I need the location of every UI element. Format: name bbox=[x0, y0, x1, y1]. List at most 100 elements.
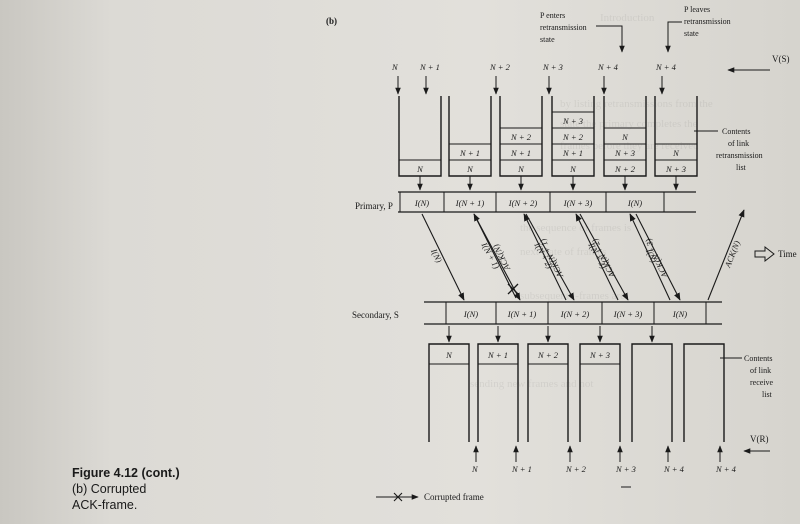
primary-frame-3: I(N + 3) bbox=[563, 198, 593, 208]
ack-arrow-3 bbox=[629, 213, 671, 301]
receive-list-annotation: Contents of link receive list bbox=[720, 354, 774, 399]
svg-text:Contents: Contents bbox=[722, 127, 750, 136]
bottom-label-0: N bbox=[471, 464, 479, 474]
time-arrow: Time bbox=[754, 245, 797, 263]
vr-indicator: V(R) bbox=[743, 434, 770, 454]
svg-text:list: list bbox=[762, 390, 773, 399]
top-label-4: N + 4 bbox=[597, 62, 619, 72]
svg-text:retransmission: retransmission bbox=[684, 17, 731, 26]
primary-frame-2: I(N + 2) bbox=[508, 198, 538, 208]
ack-arrow-0 bbox=[473, 213, 517, 299]
primary-timeline: Primary, P I(N) I(N + 1) I(N + 2) I(N + 3) I… bbox=[355, 191, 696, 213]
retrans-cell-3-0: N bbox=[569, 164, 577, 174]
retrans-cell-5-0: N + 3 bbox=[665, 164, 686, 174]
top-label-1: N + 1 bbox=[419, 62, 440, 72]
ack-arrow-1 bbox=[523, 213, 567, 301]
svg-text:V(S): V(S) bbox=[772, 54, 790, 64]
receive-cell-2: N + 2 bbox=[537, 350, 559, 360]
primary-label: Primary, P bbox=[355, 201, 393, 211]
receive-cell-0: N bbox=[445, 350, 453, 360]
bottom-label-2: N + 2 bbox=[565, 464, 587, 474]
svg-text:list: list bbox=[736, 163, 747, 172]
panel-label: (b) bbox=[326, 16, 337, 26]
receive-bucket-2: N + 2 bbox=[527, 326, 569, 442]
secondary-frame-3: I(N + 3) bbox=[613, 309, 643, 319]
receive-bucket-3: N + 3 bbox=[579, 326, 621, 442]
svg-text:state: state bbox=[540, 35, 555, 44]
secondary-label: Secondary, S bbox=[352, 310, 399, 320]
receive-bucket-outline-5 bbox=[683, 343, 725, 442]
retrans-bucket-2: N N + 1 N + 2 bbox=[499, 96, 543, 191]
receive-bucket-0: N bbox=[428, 326, 470, 442]
retrans-cell-0-0: N bbox=[416, 164, 424, 174]
top-label-5: N + 4 bbox=[655, 62, 677, 72]
retrans-cell-2-2: N + 2 bbox=[510, 132, 532, 142]
receive-cell-1: N + 1 bbox=[487, 350, 508, 360]
bottom-label-4: N + 4 bbox=[663, 464, 685, 474]
svg-text:P enters: P enters bbox=[540, 11, 565, 20]
secondary-frame-0: I(N) bbox=[463, 309, 478, 319]
svg-text:V(R): V(R) bbox=[750, 434, 769, 444]
retrans-cell-5-1: N bbox=[672, 148, 680, 158]
svg-text:state: state bbox=[684, 29, 699, 38]
retrans-cell-4-2: N bbox=[621, 132, 629, 142]
svg-text:retransmission: retransmission bbox=[716, 151, 763, 160]
bottom-label-5: N + 4 bbox=[715, 464, 737, 474]
retrans-bucket-5: N + 3 N bbox=[654, 96, 698, 191]
figure-number: Figure 4.12 (cont.) bbox=[72, 466, 180, 480]
receive-bucket-4 bbox=[631, 326, 673, 442]
top-label-3: N + 3 bbox=[542, 62, 563, 72]
bottom-label-1: N + 1 bbox=[511, 464, 532, 474]
retrans-cell-3-1: N + 1 bbox=[562, 148, 583, 158]
ack-arrow-label-4: ACK(N) bbox=[722, 239, 742, 270]
primary-frame-4: I(N) bbox=[627, 198, 642, 208]
corrupted-frame-legend: Corrupted frame bbox=[376, 492, 484, 502]
receive-bucket-1: N + 1 bbox=[477, 326, 519, 442]
iframe-arrow-label-0: I(N) bbox=[429, 246, 445, 264]
corruption-mark-b bbox=[507, 283, 519, 295]
primary-frame-0: I(N) bbox=[414, 198, 429, 208]
svg-text:Time: Time bbox=[778, 249, 797, 259]
svg-text:receive: receive bbox=[750, 378, 774, 387]
retrans-cell-4-1: N + 3 bbox=[614, 148, 635, 158]
receive-bucket-outline-0 bbox=[428, 343, 470, 442]
retrans-cell-4-0: N + 2 bbox=[614, 164, 636, 174]
retrans-cell-2-1: N + 1 bbox=[510, 148, 531, 158]
receive-list-buckets: N N + 1 N + 2 N + 3 bbox=[428, 326, 725, 442]
svg-text:Contents: Contents bbox=[744, 354, 772, 363]
retrans-cell-1-1: N + 1 bbox=[459, 148, 480, 158]
iframe-arrow-0 bbox=[421, 213, 465, 301]
receive-cell-3: N + 3 bbox=[589, 350, 610, 360]
top-sequence-labels: N N + 1 N + 2 N + 3 N + 4 N + 4 bbox=[391, 62, 677, 95]
retrans-cell-1-0: N bbox=[466, 164, 474, 174]
retrans-cell-3-2: N + 2 bbox=[562, 132, 584, 142]
receive-bucket-outline-4 bbox=[631, 343, 673, 442]
svg-text:P leaves: P leaves bbox=[684, 5, 710, 14]
vs-indicator: V(S) bbox=[727, 54, 790, 73]
retrans-bucket-3: N N + 1 N + 2 N + 3 bbox=[551, 96, 595, 191]
retrans-cell-2-0: N bbox=[517, 164, 525, 174]
retrans-cell-3-3: N + 3 bbox=[562, 116, 583, 126]
secondary-frame-4: I(N) bbox=[672, 309, 687, 319]
p-leaves-annotation: P leaves retransmission state bbox=[665, 5, 731, 53]
svg-text:of link: of link bbox=[750, 366, 771, 375]
ack-arrow-label-3: ACK(N + 3) bbox=[643, 237, 670, 280]
retrans-bucket-4: N + 2 N + 3 N bbox=[603, 96, 647, 191]
ack-arrow-4 bbox=[707, 209, 745, 301]
receive-bucket-outline-3 bbox=[579, 343, 621, 442]
svg-text:retransmission: retransmission bbox=[540, 23, 587, 32]
secondary-timeline: Secondary, S I(N)I(N + 1)I(N + 2)I(N + 3… bbox=[352, 301, 722, 325]
ack-arrow-2 bbox=[575, 213, 619, 301]
receive-bucket-outline-1 bbox=[477, 343, 519, 442]
primary-frame-1: I(N + 1) bbox=[455, 198, 485, 208]
iframe-arrow-3 bbox=[579, 213, 629, 301]
retrans-list-annotation: Contents of link retransmission list bbox=[694, 127, 763, 172]
svg-text:Corrupted frame: Corrupted frame bbox=[424, 492, 484, 502]
svg-text:of link: of link bbox=[728, 139, 749, 148]
top-label-0: N bbox=[391, 62, 399, 72]
top-label-2: N + 2 bbox=[489, 62, 511, 72]
